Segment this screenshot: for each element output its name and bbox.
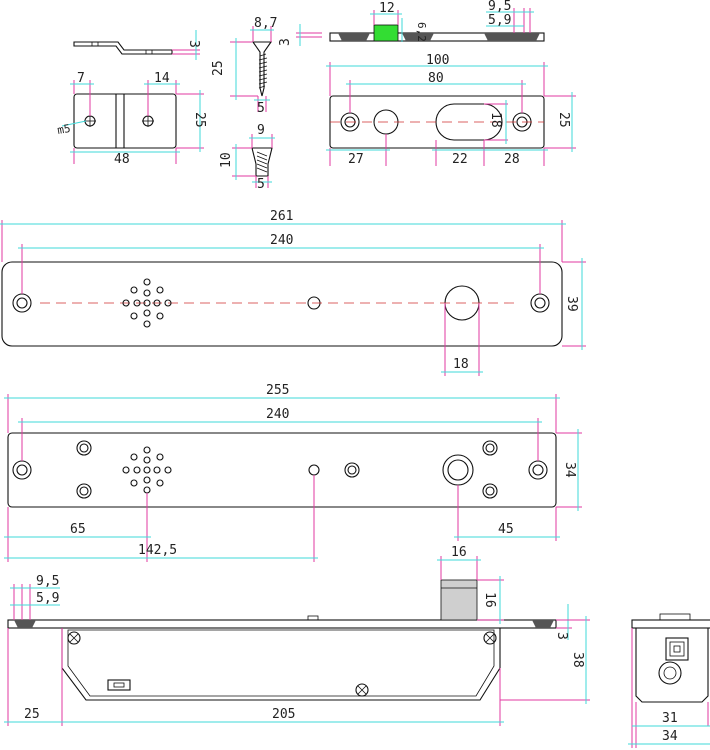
screw-head-width-label: 9 bbox=[257, 123, 265, 138]
slot-width-label: 12 bbox=[379, 1, 395, 16]
cover-length-label: 255 bbox=[266, 383, 289, 398]
screw-tip-label: 5 bbox=[257, 101, 265, 116]
lock-end-view: 31 34 bbox=[628, 613, 710, 748]
side-thickness-label: 3 bbox=[278, 38, 293, 46]
speaker-grille-front bbox=[122, 278, 172, 328]
screw-width-label: 8,7 bbox=[254, 16, 277, 31]
front-height-label: 39 bbox=[564, 296, 579, 312]
wood-screw: 8,7 25 5 bbox=[211, 16, 277, 116]
lock-body-side: 16 16 9,5 5,9 3 38 25 205 bbox=[4, 545, 590, 726]
slot-depth-label: 6,2 bbox=[415, 22, 428, 42]
screw-head-tip-label: 5 bbox=[257, 177, 265, 192]
front-plate: 261 240 39 18 bbox=[0, 209, 586, 376]
cover-bolt-label: 45 bbox=[498, 522, 514, 537]
strike-height-label: 25 bbox=[556, 112, 571, 128]
plate-screw-label: m5 bbox=[56, 122, 71, 137]
front-length-label: 261 bbox=[270, 209, 293, 224]
cover-height-label: 34 bbox=[562, 462, 577, 478]
cover-plate: 255 240 34 65 45 142,5 bbox=[4, 383, 582, 562]
front-bolt-label: 18 bbox=[453, 357, 469, 372]
strike-right-label: 28 bbox=[504, 152, 520, 167]
plate-hole-gap-label: 7 bbox=[77, 71, 85, 86]
strike-length-label: 100 bbox=[426, 53, 449, 68]
end-inner-label: 31 bbox=[662, 711, 678, 726]
speaker-grille-cover bbox=[122, 446, 172, 494]
offset-b-label: 5,9 bbox=[488, 13, 511, 28]
cover-center-label: 142,5 bbox=[138, 543, 177, 558]
lock-left-label: 25 bbox=[24, 707, 40, 722]
strike-slot-label: 18 bbox=[488, 112, 503, 128]
strike-mid-label: 22 bbox=[452, 152, 468, 167]
plate-width-label: 48 bbox=[114, 152, 130, 167]
offset-a-label: 9,5 bbox=[488, 0, 511, 14]
front-pitch-label: 240 bbox=[270, 233, 293, 248]
lock-plate-label: 3 bbox=[554, 632, 569, 640]
cover-pitch-label: 240 bbox=[266, 407, 289, 422]
strike-thickness-label: 3 bbox=[186, 40, 201, 48]
small-plate: 7 14 m5 25 48 bbox=[56, 71, 207, 167]
lock-offset-a-label: 9,5 bbox=[36, 574, 59, 589]
strike-front: 100 80 18 25 27 22 28 bbox=[326, 53, 576, 167]
screw-head-len-label: 10 bbox=[219, 152, 234, 168]
bolt-width-label: 16 bbox=[451, 545, 467, 560]
bolt-height-label: 16 bbox=[482, 592, 497, 608]
cover-speaker-label: 65 bbox=[70, 522, 86, 537]
lock-offset-b-label: 5,9 bbox=[36, 591, 59, 606]
end-outer-label: 34 bbox=[662, 729, 678, 744]
machine-screw: 9 10 5 bbox=[219, 123, 275, 192]
strike-left-label: 27 bbox=[348, 152, 364, 167]
plate-height-label: 25 bbox=[192, 112, 207, 128]
strike-side-view: 3 bbox=[73, 30, 201, 60]
lock-height-label: 38 bbox=[570, 652, 585, 668]
lock-body-label: 205 bbox=[272, 707, 295, 722]
strike-section: 3 12 6,2 9,5 5,9 bbox=[278, 0, 545, 46]
plate-hole-pitch-label: 14 bbox=[154, 71, 170, 86]
strike-pitch-label: 80 bbox=[428, 71, 444, 86]
screw-length-label: 25 bbox=[211, 60, 226, 76]
